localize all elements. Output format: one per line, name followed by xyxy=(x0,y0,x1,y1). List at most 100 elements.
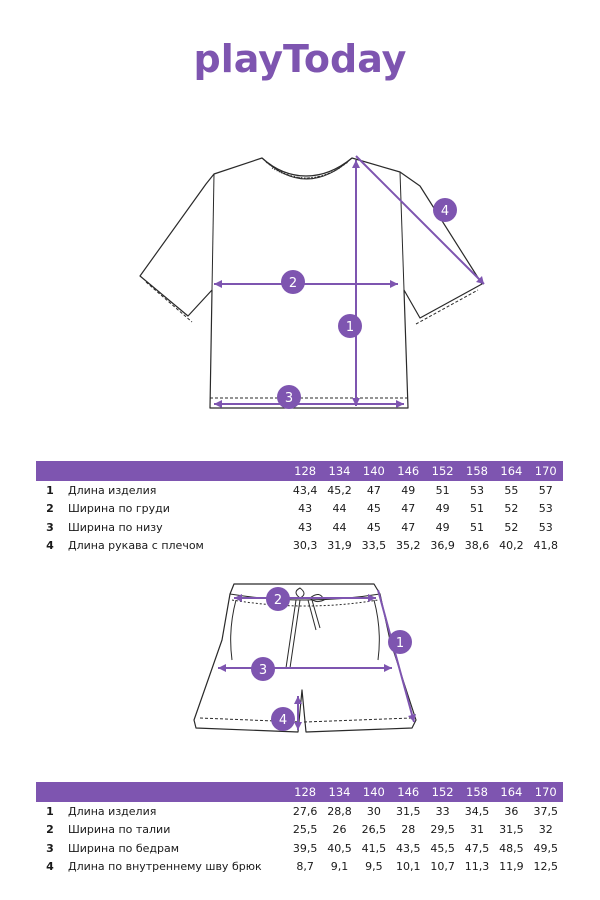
measurement-value: 41,8 xyxy=(533,539,559,553)
measurement-value: 30 xyxy=(366,804,381,818)
measurement-value: 27,6 xyxy=(292,804,318,818)
measurement-value: 29,5 xyxy=(430,823,455,837)
measurement-value: 30,3 xyxy=(292,539,318,553)
measurement-value: 33,5 xyxy=(361,539,387,553)
measurement-value: 11,9 xyxy=(499,860,524,874)
measurement-value: 25,5 xyxy=(292,823,318,837)
measurement-value: 47 xyxy=(366,483,381,497)
measurement-value: 10,7 xyxy=(430,860,455,874)
measurement-value: 33 xyxy=(435,804,450,818)
measurement-value: 35,2 xyxy=(395,539,421,553)
svg-text:1: 1 xyxy=(396,636,404,651)
measurement-value: 11,3 xyxy=(464,860,490,874)
size-header: 164 xyxy=(500,785,523,799)
shorts-marker-1: 1 xyxy=(388,630,412,654)
measurement-value: 49,5 xyxy=(533,841,559,855)
measurement-value: 52 xyxy=(504,502,519,516)
measurement-value: 26 xyxy=(332,823,347,837)
measurement-value: 51 xyxy=(435,483,450,497)
measurement-value: 9,1 xyxy=(330,860,349,874)
size-header: 170 xyxy=(534,785,557,799)
shorts-sketch: 2 1 3 4 xyxy=(0,575,600,740)
tshirt-marker-2: 2 xyxy=(281,270,305,294)
tshirt-marker-1: 1 xyxy=(338,314,362,338)
measurement-value: 51 xyxy=(469,502,484,516)
measurement-name: Ширина по груди xyxy=(67,502,170,516)
size-header: 134 xyxy=(328,464,351,478)
table-row: 2 Ширина по груди 43 44 45 47 49 51 52 5… xyxy=(36,500,563,519)
shorts-drawing: 2 1 3 4 xyxy=(193,583,417,733)
measurement-value: 53 xyxy=(538,502,553,516)
measurement-value: 31,9 xyxy=(327,539,352,553)
measurement-value: 53 xyxy=(469,483,484,497)
size-header: 134 xyxy=(328,785,351,799)
measurement-name: Длина по внутреннему шву брюк xyxy=(67,860,262,874)
size-header: 158 xyxy=(466,785,488,799)
row-number: 4 xyxy=(46,860,54,874)
table-row: 3 Ширина по бедрам 39,5 40,5 41,5 43,5 4… xyxy=(36,839,563,858)
tshirt-size-table: 128 134 140 146 152 158 164 170 1 Длина … xyxy=(36,461,563,555)
measurement-name: Длина изделия xyxy=(67,483,157,497)
measurement-value: 43,4 xyxy=(292,483,318,497)
shorts-marker-3: 3 xyxy=(251,657,275,681)
measurement-value: 51 xyxy=(469,520,484,534)
measurement-value: 44 xyxy=(332,520,347,534)
measurement-value: 28 xyxy=(401,823,416,837)
measurement-value: 32 xyxy=(538,823,553,837)
svg-text:4: 4 xyxy=(279,713,287,728)
size-header: 170 xyxy=(534,464,557,478)
measurement-value: 47 xyxy=(401,502,416,516)
tshirt-marker-4: 4 xyxy=(433,198,457,222)
row-number: 1 xyxy=(46,804,54,818)
svg-text:2: 2 xyxy=(289,276,297,291)
measurement-value: 45,2 xyxy=(327,483,352,497)
row-number: 3 xyxy=(46,841,54,855)
measurement-name: Длина изделия xyxy=(67,804,157,818)
svg-text:3: 3 xyxy=(259,663,267,678)
measurement-value: 57 xyxy=(538,483,553,497)
svg-text:2: 2 xyxy=(274,593,282,608)
measurement-value: 40,2 xyxy=(499,539,524,553)
size-header: 146 xyxy=(397,785,420,799)
measurement-value: 12,5 xyxy=(533,860,559,874)
measurement-value: 53 xyxy=(538,520,553,534)
measurement-value: 43 xyxy=(298,502,313,516)
measurement-value: 39,5 xyxy=(292,841,318,855)
measurement-value: 43,5 xyxy=(396,841,421,855)
measurement-value: 31,5 xyxy=(396,804,421,818)
tshirt-marker-3: 3 xyxy=(277,385,301,409)
table-row: 1 Длина изделия 43,4 45,2 47 49 51 53 55… xyxy=(36,481,563,500)
measurement-value: 49 xyxy=(435,502,450,516)
measurement-name: Длина рукава с плечом xyxy=(67,539,204,553)
row-number: 2 xyxy=(46,823,54,837)
measurement-value: 28,8 xyxy=(327,804,352,818)
size-header: 128 xyxy=(294,785,317,799)
measurement-value: 34,5 xyxy=(464,804,490,818)
measurement-value: 31,5 xyxy=(499,823,524,837)
measurement-value: 47,5 xyxy=(464,841,490,855)
measurement-value: 48,5 xyxy=(499,841,524,855)
svg-text:1: 1 xyxy=(346,320,354,335)
row-number: 4 xyxy=(46,539,54,553)
measurement-value: 36,9 xyxy=(430,539,455,553)
measurement-value: 49 xyxy=(401,483,416,497)
size-header: 140 xyxy=(362,464,385,478)
table-row: 2 Ширина по талии 25,5 26 26,5 28 29,5 3… xyxy=(36,821,563,840)
tshirt-drawing: 2 1 3 4 xyxy=(139,155,485,409)
brand-logo-mark: playToday xyxy=(194,38,407,81)
measurement-value: 31 xyxy=(470,823,484,837)
row-number: 2 xyxy=(46,502,54,516)
shorts-marker-2: 2 xyxy=(266,587,290,611)
measurement-value: 49 xyxy=(435,520,450,534)
size-header: 158 xyxy=(466,464,488,478)
measurement-value: 47 xyxy=(401,520,416,534)
measurement-value: 38,6 xyxy=(464,539,490,553)
size-header: 146 xyxy=(397,464,420,478)
svg-text:4: 4 xyxy=(441,204,449,219)
measurement-name: Ширина по бедрам xyxy=(67,841,180,855)
measurement-value: 41,5 xyxy=(361,841,387,855)
size-header: 152 xyxy=(431,785,454,799)
row-number: 1 xyxy=(46,483,54,497)
measurement-value: 9,5 xyxy=(365,860,383,874)
measurement-value: 26,5 xyxy=(361,823,387,837)
